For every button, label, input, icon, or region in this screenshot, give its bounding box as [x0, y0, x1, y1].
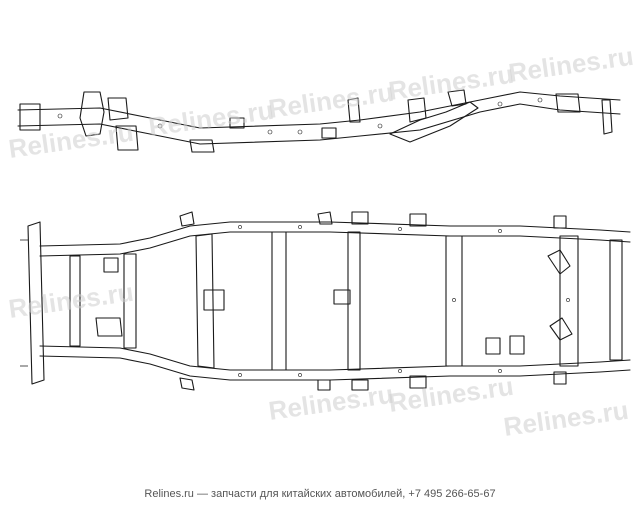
watermark: Relines.ru [147, 95, 276, 142]
footer-caption: Relines.ru — запчасти для китайских авто… [144, 488, 496, 500]
watermark: Relines.ru [267, 77, 396, 124]
watermark: Relines.ru [7, 117, 136, 164]
watermark: Relines.ru [507, 41, 636, 88]
watermark: Relines.ru [502, 395, 631, 442]
watermark: Relines.ru [7, 277, 136, 324]
watermark: Relines.ru [387, 59, 516, 106]
frame-side-view [17, 89, 621, 153]
watermark-layer: Relines.ru Relines.ru Relines.ru Relines… [7, 41, 636, 442]
frame-top-view [20, 211, 631, 391]
watermark: Relines.ru [267, 379, 396, 426]
